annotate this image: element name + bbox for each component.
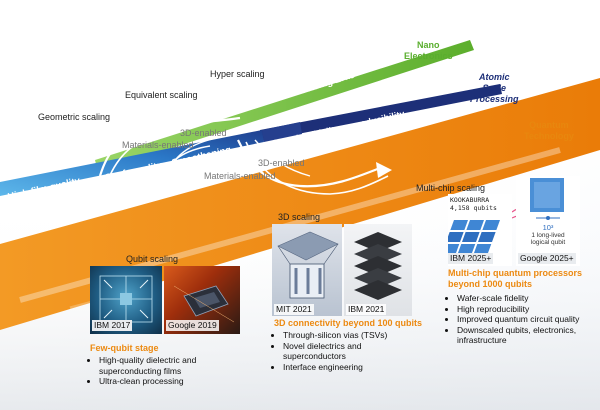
google-2025-photo: 10³ 1 long-lived logical qubit Google 20… (516, 176, 580, 266)
swoosh-curve (159, 145, 211, 179)
stacked-chip-graphic (354, 232, 402, 300)
bullet-item: Through-silicon vias (TSVs) (283, 330, 418, 341)
enabler-3d-upper: 3D-enabled (180, 128, 227, 138)
atomic-scale-label: Atomic Scale Processing (470, 72, 519, 105)
swoosh-curve (107, 103, 259, 181)
quantum-technology-label: Quantum Technology (524, 120, 574, 142)
processing-band (0, 130, 264, 196)
multi-chip-scaling-label: Multi-chip scaling (416, 183, 486, 193)
qubit-scaling-label: Qubit scaling (126, 254, 179, 264)
swoosh-curve (98, 116, 241, 177)
ibm-2021-caption: IBM 2021 (346, 304, 387, 315)
multi-chip-bullets: Wafer-scale fidelity High reproducibilit… (448, 293, 600, 346)
technology-line: Technology (524, 131, 574, 141)
google-2025-caption: Google 2025+ (518, 253, 576, 264)
atomic-band (260, 84, 502, 141)
kookaburra-qubits: 4,158 qubits (450, 204, 497, 212)
few-qubit-heading: Few-qubit stage (90, 343, 159, 353)
bullet-item: High-quality dielectric and superconduct… (99, 355, 249, 376)
swoosh-curve (237, 139, 381, 188)
nano-line: Nano (417, 40, 440, 50)
bullet-item: Wafer-scale fidelity (457, 293, 600, 304)
swoosh-curve (254, 139, 311, 177)
google-2019-caption: Google 2019 (166, 320, 219, 331)
few-qubit-bullets: High-quality dielectric and superconduct… (90, 355, 249, 387)
sycamore-chip-graphic (173, 285, 235, 323)
ten-cubed: 10³ (542, 223, 554, 232)
ibm-2025-photo: KOOKABURRA 4,158 qubits IBM 2025+ (448, 194, 512, 266)
ibm-2025-caption: IBM 2025+ (448, 253, 494, 264)
nano-band (95, 40, 474, 172)
era-equivalent: Equivalent scaling (125, 90, 198, 100)
3d-scaling-label: 3D scaling (278, 212, 321, 222)
kookaburra-text: KOOKABURRA 4,158 qubits (450, 196, 497, 212)
mit-2021-photo: MIT 2021 (272, 224, 342, 316)
arrow-head (376, 162, 392, 178)
bullet-item: Interface engineering (283, 362, 418, 373)
bullet-item: Novel dielectrics and superconductors (283, 341, 418, 362)
logical-qubit-line: logical qubit (530, 239, 566, 246)
multichip-array-graphic (448, 220, 500, 254)
enabler-materials-upper: Materials-enabled (122, 140, 194, 150)
atomic-line: Atomic (479, 72, 510, 82)
google-chip-graphic (530, 178, 564, 220)
google-2019-photo: Google 2019 (164, 266, 240, 334)
processing-line: Processing (470, 94, 519, 104)
ibm-2017-photo: IBM 2017 (90, 266, 162, 334)
3d-connectivity-heading: 3D connectivity beyond 100 qubits (274, 318, 423, 328)
kookaburra-name: KOOKABURRA (450, 196, 490, 204)
bullet-item: Ultra-clean processing (99, 376, 249, 387)
ibm-2017-caption: IBM 2017 (92, 320, 133, 331)
electronics-line: Electronics (404, 51, 453, 61)
swoosh-curve (245, 141, 389, 195)
multi-chip-heading-line2: beyond 1000 qubits (448, 279, 533, 289)
mit-2021-caption: MIT 2021 (274, 304, 314, 315)
era-geometric: Geometric scaling (38, 112, 111, 122)
bullet-item: Downscaled qubits, electronics, infrastr… (457, 325, 600, 346)
bullet-item: Improved quantum circuit quality (457, 314, 600, 325)
logical-qubit-text: 10³ 1 long-lived logical qubit (526, 224, 570, 247)
tsv-structure-graphic (277, 231, 339, 299)
enabler-materials-lower: Materials-enabled (204, 171, 276, 181)
scale-line: Scale (482, 83, 507, 93)
long-lived-line: 1 long-lived (531, 231, 565, 239)
bullet-item: High reproducibility (457, 304, 600, 315)
enabler-3d-lower: 3D-enabled (258, 158, 305, 168)
3d-connectivity-bullets: Through-silicon vias (TSVs) Novel dielec… (274, 330, 418, 372)
band-joint (262, 122, 302, 142)
nano-electronics-label: Nano Electronics (404, 40, 453, 62)
multi-chip-heading-line1: Multi-chip quantum processors (448, 268, 583, 278)
quantum-line: Quantum (529, 120, 569, 130)
swoosh-curve (167, 135, 226, 171)
ibm-2021-photo: IBM 2021 (344, 224, 412, 316)
qubit-chip-graphic (99, 275, 153, 323)
era-hyper: Hyper scaling (210, 69, 265, 79)
multi-chip-heading: Multi-chip quantum processors beyond 100… (448, 268, 582, 290)
